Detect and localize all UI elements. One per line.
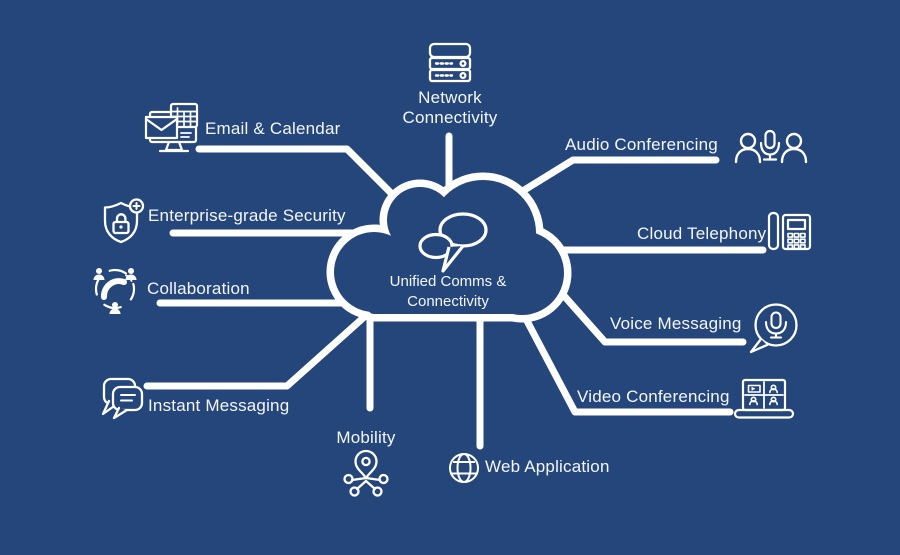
cloud-title-line2: Connectivity (407, 293, 489, 310)
label-audio-conferencing: Audio Conferencing (565, 135, 718, 154)
label-collaboration: Collaboration (147, 279, 250, 298)
cloud-title-line1: Unified Comms & (389, 273, 507, 290)
label-instant-messaging: Instant Messaging (148, 396, 290, 415)
location-network-icon (343, 449, 389, 497)
desk-phone-icon (767, 211, 812, 251)
connector-instant-messaging (143, 306, 376, 390)
people-microphone-icon (734, 129, 808, 164)
label-cloud-telephony: Cloud Telephony (637, 224, 767, 243)
connector-audio-conferencing (509, 156, 720, 201)
laptop-video-call-icon (733, 378, 795, 419)
chat-bubbles-icon (418, 212, 488, 273)
speech-bubbles-icon (101, 377, 144, 420)
label-network-connectivity: Network Connectivity (402, 88, 498, 127)
label-email-calendar: Email & Calendar (205, 119, 341, 138)
microphone-bubble-icon (749, 303, 798, 354)
connector-video-conferencing (512, 296, 734, 416)
shield-lock-icon (103, 198, 145, 244)
cloud-shape (326, 172, 572, 323)
label-security: Enterprise-grade Security (148, 206, 346, 225)
email-calendar-icon (144, 102, 199, 153)
server-rack-icon (428, 42, 472, 83)
label-voice-messaging: Voice Messaging (610, 314, 742, 333)
label-web-application: Web Application (485, 457, 610, 476)
globe-icon (449, 453, 479, 483)
cloud-title: Unified Comms & Connectivity (367, 272, 529, 312)
label-video-conferencing: Video Conferencing (577, 387, 730, 406)
connector-voice-messaging (546, 276, 747, 346)
phone-people-circle-icon (93, 268, 137, 314)
label-mobility: Mobility (336, 428, 396, 447)
connector-email-calendar (195, 145, 407, 209)
connector-lines (143, 132, 767, 450)
